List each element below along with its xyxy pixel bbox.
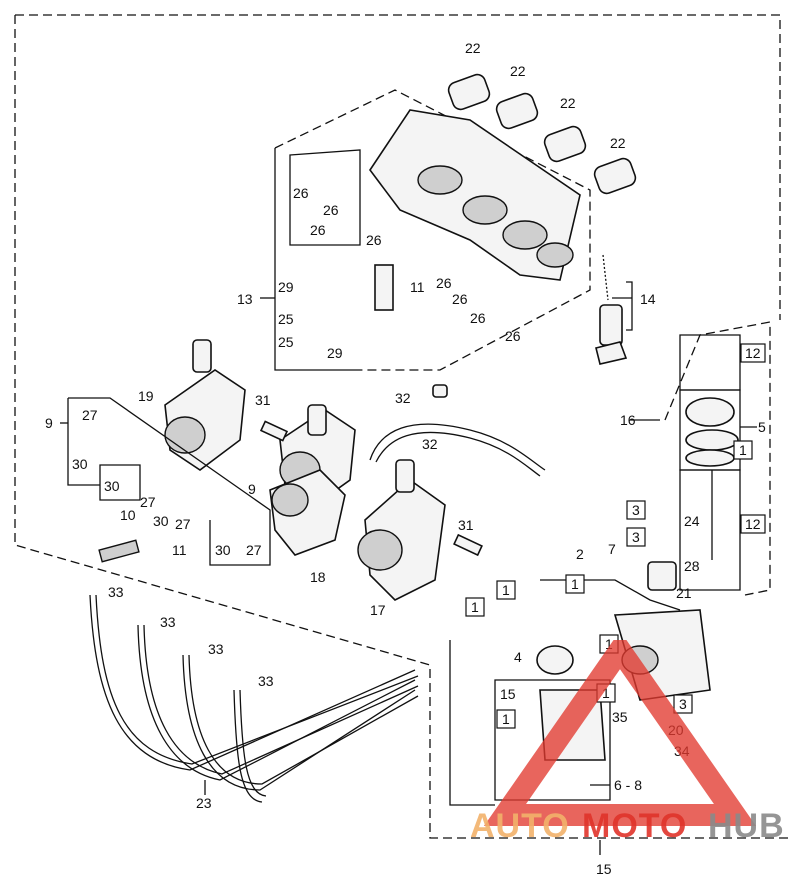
callout-31: 31 (255, 392, 271, 408)
callout-30: 30 (153, 513, 169, 529)
svg-text:3: 3 (632, 529, 640, 545)
callout-3-boxed: 3 (626, 527, 646, 547)
automotohub-logo: AUTO MOTO HUB (470, 640, 785, 840)
linkage-box-9 (68, 397, 271, 566)
callout-6-8: 6 - 8 (614, 777, 642, 793)
callout-26: 26 (436, 275, 452, 291)
callout-33: 33 (208, 641, 224, 657)
svg-text:1: 1 (739, 442, 747, 458)
logo-text-moto: MOTO (582, 807, 687, 840)
callout-33: 33 (108, 584, 124, 600)
callout-1-boxed: 1 (496, 580, 516, 600)
callout-27: 27 (175, 516, 191, 532)
callout-26: 26 (452, 291, 468, 307)
callout-10: 10 (120, 507, 136, 523)
intake-manifold-group (274, 73, 637, 371)
svg-text:3: 3 (632, 502, 640, 518)
callout-9: 9 (248, 481, 256, 497)
callout-30: 30 (215, 542, 231, 558)
svg-text:1: 1 (602, 685, 610, 701)
callout-19: 19 (138, 388, 154, 404)
callout-22: 22 (560, 95, 576, 111)
callout-28: 28 (684, 558, 700, 574)
callout-1-boxed: 1 (465, 597, 485, 617)
callout-25: 25 (278, 311, 294, 327)
callout-15: 15 (596, 861, 612, 877)
carburetor-bank (164, 339, 546, 601)
fuel-hoses (89, 594, 419, 803)
callout-35: 35 (612, 709, 628, 725)
callouts: 22 22 22 22 26 26 26 26 26 26 26 26 13 2… (45, 40, 766, 877)
svg-text:1: 1 (605, 636, 613, 652)
callout-7: 7 (608, 541, 616, 557)
callout-1-boxed: 1 (565, 574, 585, 594)
callout-13: 13 (237, 291, 253, 307)
callout-23: 23 (196, 795, 212, 811)
callout-26: 26 (293, 185, 309, 201)
callout-22: 22 (510, 63, 526, 79)
callout-1-boxed: 1 (496, 709, 516, 729)
svg-text:12: 12 (745, 516, 761, 532)
callout-12-boxed: 12 (740, 343, 766, 363)
callout-22: 22 (465, 40, 481, 56)
callout-2: 2 (576, 546, 584, 562)
callout-15: 15 (500, 686, 516, 702)
callout-3-boxed: 3 (673, 694, 693, 714)
callout-1-boxed: 1 (733, 440, 753, 460)
svg-text:3: 3 (679, 696, 687, 712)
svg-text:1: 1 (571, 576, 579, 592)
callout-26: 26 (366, 232, 382, 248)
callout-27: 27 (140, 494, 156, 510)
callout-32: 32 (422, 436, 438, 452)
callout-11: 11 (410, 279, 425, 295)
callout-11: 11 (172, 542, 187, 558)
callout-33: 33 (258, 673, 274, 689)
callout-18: 18 (310, 569, 326, 585)
callout-30: 30 (104, 478, 120, 494)
callout-22: 22 (610, 135, 626, 151)
outer-border (15, 14, 781, 320)
callout-21: 21 (676, 585, 692, 601)
callout-29: 29 (278, 279, 294, 295)
callout-26: 26 (323, 202, 339, 218)
logo-triangle (483, 640, 757, 826)
callout-16: 16 (620, 412, 636, 428)
callout-31: 31 (458, 517, 474, 533)
callout-4: 4 (514, 649, 522, 665)
logo-text-auto: AUTO (470, 807, 570, 840)
callout-14: 14 (640, 291, 656, 307)
callout-26: 26 (470, 310, 486, 326)
callout-27: 27 (82, 407, 98, 423)
callout-9: 9 (45, 415, 53, 431)
callout-33: 33 (160, 614, 176, 630)
logo-text-hub: HUB (708, 807, 785, 840)
svg-text:1: 1 (502, 582, 510, 598)
callout-29: 29 (327, 345, 343, 361)
callout-26: 26 (310, 222, 326, 238)
callout-27: 27 (246, 542, 262, 558)
callout-5: 5 (758, 419, 766, 435)
callout-3-boxed: 3 (626, 500, 646, 520)
left-border (14, 15, 790, 839)
callout-12-boxed: 12 (740, 514, 766, 534)
callout-32: 32 (395, 390, 411, 406)
svg-text:1: 1 (471, 599, 479, 615)
svg-text:12: 12 (745, 345, 761, 361)
callout-26: 26 (505, 328, 521, 344)
callout-25: 25 (278, 334, 294, 350)
callout-17: 17 (370, 602, 386, 618)
svg-text:1: 1 (502, 711, 510, 727)
callout-30: 30 (72, 456, 88, 472)
callout-24: 24 (684, 513, 700, 529)
